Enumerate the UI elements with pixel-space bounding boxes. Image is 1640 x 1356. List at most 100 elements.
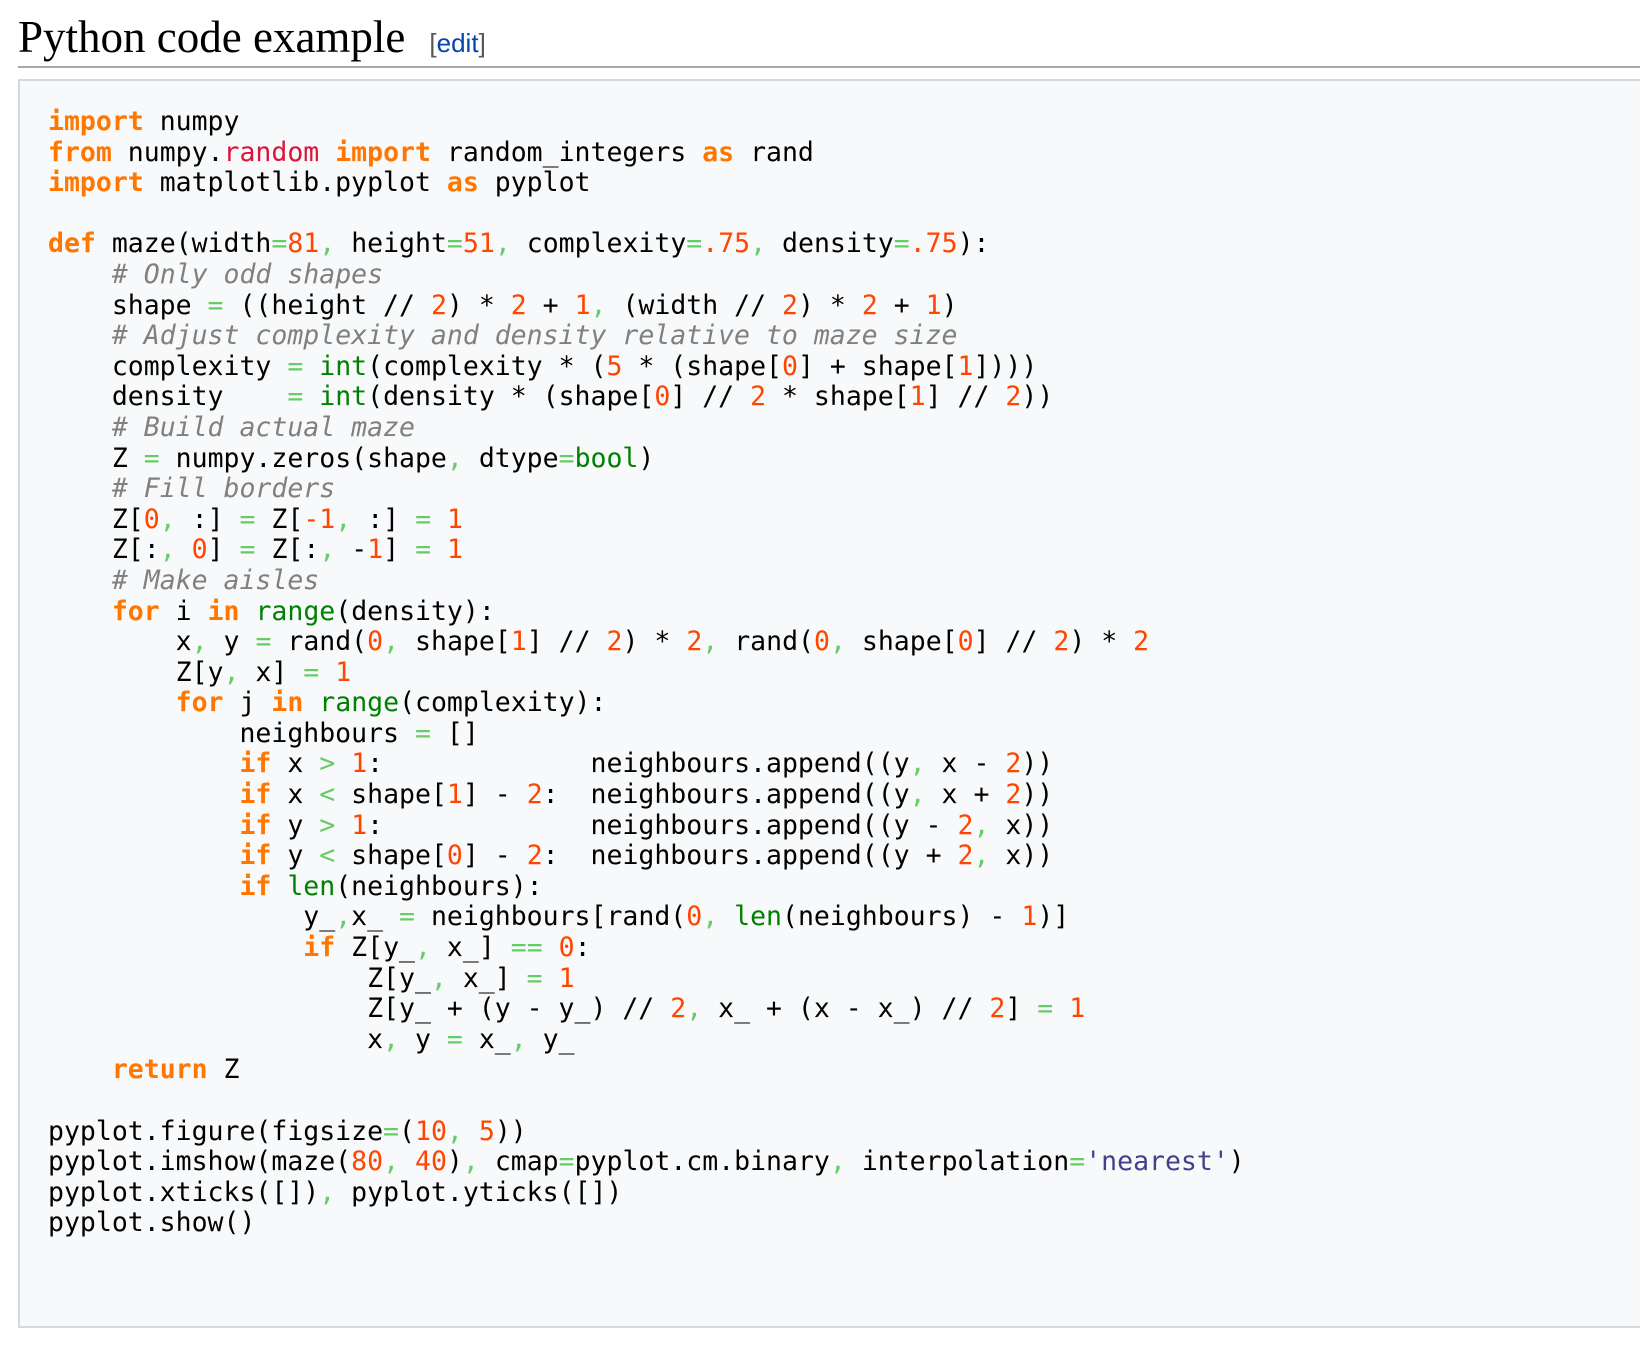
code-line: for i in range(density): bbox=[48, 596, 495, 627]
code-token: )) bbox=[1021, 381, 1054, 413]
code-token: 2 bbox=[1005, 381, 1022, 413]
code-token: from bbox=[48, 136, 112, 168]
code-token: = bbox=[255, 626, 272, 658]
code-token: :] bbox=[351, 503, 416, 535]
code-token: = bbox=[415, 503, 432, 535]
edit-section: [edit] bbox=[429, 28, 485, 59]
code-token: import bbox=[48, 106, 144, 137]
code-token: , bbox=[590, 289, 607, 321]
code-token: : neighbours.append((y - bbox=[367, 809, 958, 841]
code-token bbox=[48, 748, 239, 779]
code-line: x, y = rand(0, shape[1] // 2) * 2, rand(… bbox=[48, 626, 1150, 658]
edit-bracket-close: ] bbox=[478, 28, 486, 58]
code-token: pyplot.show() bbox=[48, 1207, 256, 1239]
code-token: shape[ bbox=[335, 840, 447, 872]
code-token: if bbox=[239, 809, 272, 841]
code-token: , bbox=[462, 1146, 479, 1178]
code-line: Z = numpy.zeros(shape, dtype=bool) bbox=[48, 442, 655, 474]
code-token: 1 bbox=[510, 626, 527, 658]
code-token: y bbox=[271, 809, 320, 841]
code-line: pyplot.show() bbox=[48, 1207, 256, 1239]
code-token: = bbox=[239, 503, 256, 535]
code-token: (density * (shape[ bbox=[367, 381, 655, 413]
code-token: matplotlib.pyplot bbox=[143, 167, 447, 199]
code-line: from numpy.random import random_integers… bbox=[48, 137, 814, 168]
code-token: ] - bbox=[462, 840, 527, 872]
code-token: len bbox=[734, 901, 783, 933]
code-token: # Only odd shapes bbox=[111, 258, 384, 290]
code-token: 1 bbox=[957, 350, 974, 382]
code-token: cmap bbox=[478, 1146, 559, 1178]
code-token: , bbox=[829, 626, 846, 658]
code-token: 0 bbox=[446, 840, 463, 872]
code-token: = bbox=[686, 228, 703, 260]
code-token: = bbox=[383, 1115, 400, 1147]
code-token: j bbox=[223, 687, 272, 719]
code-token: - bbox=[335, 534, 368, 566]
code-token bbox=[48, 840, 239, 871]
code-token: , bbox=[909, 748, 926, 780]
code-token bbox=[431, 534, 447, 565]
code-line: complexity = int(complexity * (5 * (shap… bbox=[48, 351, 1037, 382]
code-token: ] bbox=[1005, 993, 1038, 1025]
code-token: 2 bbox=[750, 381, 767, 413]
code-token bbox=[48, 473, 112, 504]
code-token: y_ bbox=[526, 1023, 575, 1055]
code-token: ] bbox=[207, 534, 240, 566]
code-line: x, y = x_, y_ bbox=[48, 1024, 575, 1055]
code-token: , bbox=[973, 840, 990, 872]
code-token: -1 bbox=[303, 503, 336, 535]
code-token: < bbox=[319, 779, 336, 811]
code-token: * shape[ bbox=[766, 381, 910, 413]
code-token: for bbox=[175, 687, 224, 719]
code-token: , bbox=[223, 656, 240, 688]
code-token: (neighbours) - bbox=[782, 901, 1022, 933]
code-token: : bbox=[574, 932, 591, 964]
code-token: 1 bbox=[351, 748, 368, 780]
code-token: = bbox=[1069, 1146, 1086, 1178]
code-token: rand( bbox=[718, 626, 814, 658]
code-token: Z bbox=[48, 442, 144, 474]
code-token: shape[ bbox=[399, 626, 511, 658]
code-token: , bbox=[494, 228, 511, 260]
code-token: , bbox=[973, 809, 990, 841]
code-token: ) bbox=[638, 442, 655, 474]
code-token: 'nearest' bbox=[1085, 1146, 1229, 1178]
code-line: # Adjust complexity and density relative… bbox=[48, 320, 958, 351]
code-token: int bbox=[319, 350, 368, 382]
code-token bbox=[303, 687, 319, 718]
code-token: x_] bbox=[446, 962, 527, 994]
code-token: 5 bbox=[606, 350, 623, 382]
code-token: 2 bbox=[510, 289, 527, 321]
code-token: numpy. bbox=[111, 136, 224, 168]
code-token: Z[ bbox=[48, 503, 144, 535]
code-token: = bbox=[526, 962, 543, 994]
code-token bbox=[271, 871, 287, 902]
code-token: ] + shape[ bbox=[797, 350, 958, 382]
code-token: , bbox=[383, 1146, 400, 1178]
code-token: , bbox=[191, 626, 208, 658]
code-token bbox=[176, 534, 192, 565]
code-token: , bbox=[446, 1115, 463, 1147]
code-token: x_ bbox=[351, 901, 400, 933]
code-line: if x > 1: neighbours.append((y, x - 2)) bbox=[48, 748, 1053, 780]
code-token: complexity bbox=[510, 228, 687, 260]
code-line: # Build actual maze bbox=[48, 412, 415, 443]
code-token: = bbox=[415, 534, 432, 566]
code-token bbox=[48, 320, 112, 351]
code-token: y bbox=[207, 626, 256, 658]
code-token: == bbox=[510, 932, 543, 964]
code-token: ] // bbox=[526, 626, 607, 658]
code-token: x + bbox=[925, 779, 1006, 811]
code-token: : neighbours.append((y bbox=[542, 779, 910, 811]
code-token: neighbours[rand( bbox=[415, 901, 687, 933]
code-listing: import numpy from numpy.random import ra… bbox=[48, 106, 1245, 1239]
code-line: Z[0, :] = Z[-1, :] = 1 bbox=[48, 504, 463, 535]
code-token: , bbox=[335, 901, 352, 933]
edit-link[interactable]: edit bbox=[436, 28, 479, 58]
code-token: , bbox=[909, 779, 926, 811]
code-token: (complexity * ( bbox=[367, 350, 607, 382]
code-token: height bbox=[335, 228, 447, 260]
code-token bbox=[48, 779, 239, 810]
code-token: : neighbours.append((y bbox=[367, 748, 910, 780]
